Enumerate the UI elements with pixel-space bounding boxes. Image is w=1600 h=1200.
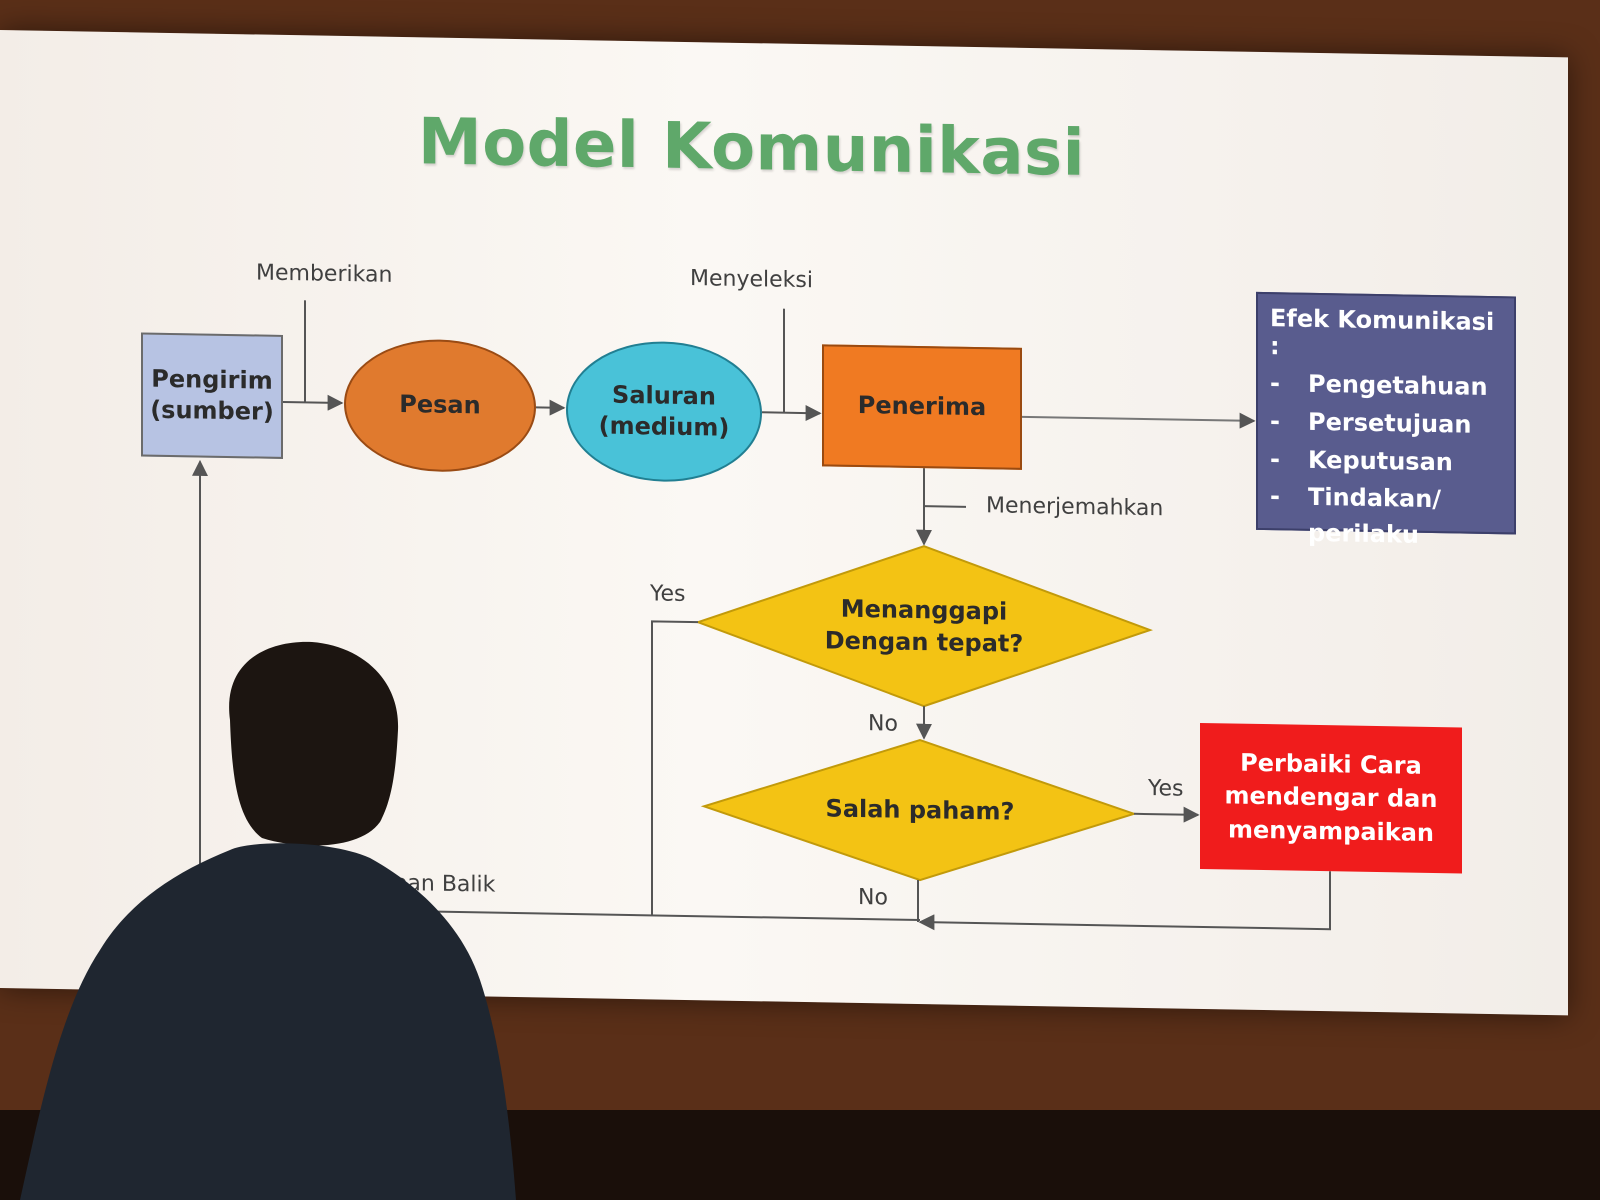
presenter-body [20, 843, 516, 1200]
arrow-channel-receiver [762, 405, 822, 422]
arrow-sender-message [283, 394, 344, 411]
line-yes-respond [651, 620, 698, 916]
presenter-head [229, 641, 399, 846]
line-fix-return [918, 871, 1331, 931]
decision-misunderstand-shape [700, 739, 1138, 882]
arrow-yes-misunderstand [1134, 806, 1200, 823]
arrow-receiver-effects [1022, 412, 1256, 429]
connector-layer [192, 300, 1331, 931]
tick-menerjemahkan [924, 505, 966, 508]
projected-slide: Model Komunikasi Memberikan Menyeleksi M… [0, 30, 1568, 1016]
